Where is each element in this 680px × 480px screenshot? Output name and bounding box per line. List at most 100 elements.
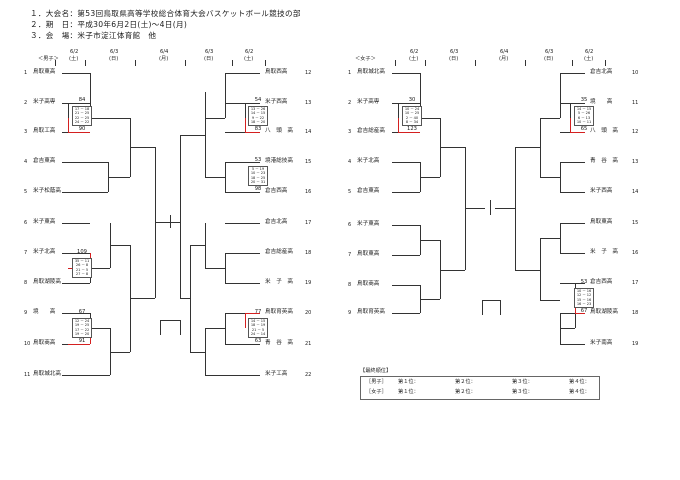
bracket-line [130, 147, 155, 148]
bracket-line [392, 225, 420, 226]
bracket-line [62, 223, 90, 224]
period-score: 14 － 15 [576, 107, 592, 111]
girls-right-match-1-period-box [574, 106, 594, 126]
team-seed: 13 [305, 99, 312, 106]
bracket-line [190, 245, 205, 246]
period-score: 18 － 20 [250, 119, 266, 124]
team-seed: 17 [632, 279, 639, 286]
team-seed: 3 [348, 128, 352, 135]
bracket-line [570, 103, 571, 132]
period-score: 14 － 15 [250, 319, 266, 323]
bracket-line [225, 344, 260, 345]
schedule-date: 6/3 [545, 49, 554, 55]
bracket-line [62, 103, 90, 104]
bracket-line [55, 60, 56, 66]
schedule-date: 6/2 [585, 49, 594, 55]
bracket-line [560, 223, 561, 253]
bracket-line [560, 328, 575, 329]
team-seed: 11 [24, 371, 31, 378]
team-seed: 15 [632, 219, 639, 226]
bracket-line [560, 344, 585, 345]
team-name: 鳥取東高 [357, 251, 380, 257]
team-seed: 11 [632, 99, 639, 106]
team-seed: 6 [24, 219, 28, 226]
bracket-line [465, 208, 485, 209]
period-score: 20 － 31 [250, 179, 266, 184]
team-name: 米子東高 [357, 221, 380, 227]
bracket-line [560, 162, 585, 163]
bracket-line [560, 313, 585, 314]
team-name: 米 子 高 [590, 249, 618, 255]
bracket-line [540, 118, 541, 177]
bracket-line [392, 73, 420, 74]
girls-left-match-1-top-score: 30 [408, 97, 416, 103]
team-name: 米子南高 [590, 340, 613, 346]
bracket-line [392, 313, 420, 314]
team-seed: 18 [632, 309, 639, 316]
period-score: 2 － 40 [405, 115, 419, 120]
bracket-line [225, 73, 260, 74]
period-score: 19 － 20 [74, 331, 90, 336]
bracket-line [515, 147, 516, 270]
girls-left-match-1-period-box [402, 106, 422, 126]
team-seed: 4 [348, 158, 352, 165]
bracket-line [515, 147, 540, 148]
team-seed: 8 [24, 279, 28, 286]
bracket-line [110, 328, 111, 375]
bracket-line [540, 177, 560, 178]
schedule-date: 6/3 [450, 49, 459, 55]
team-name: 青 谷 高 [590, 158, 618, 164]
period-score: 18 － 25 [250, 175, 266, 180]
bracket-line [495, 208, 515, 209]
team-seed: 14 [632, 188, 639, 195]
schedule-date: 6/2 [70, 49, 79, 55]
bracket-line [225, 223, 260, 224]
bracket-line [440, 270, 465, 271]
team-name: 米子高専 [357, 99, 380, 105]
ranking-cell: 第３位： [512, 389, 533, 395]
bracket-line [225, 103, 260, 104]
bracket-line [225, 162, 260, 163]
team-seed: 7 [348, 251, 352, 258]
bracket-line [62, 253, 90, 254]
bracket-line [205, 177, 225, 178]
bracket-line [160, 320, 161, 335]
bracket-line [225, 283, 260, 284]
ranking-row-label: ［男子］ [366, 379, 387, 385]
team-name: 倉吉東高 [357, 188, 380, 194]
bracket-line [90, 328, 110, 329]
bracket-line [108, 177, 130, 178]
ranking-cell: 第４位： [569, 379, 590, 385]
bracket-line [205, 328, 225, 329]
period-score: 21 － 5 [251, 327, 265, 332]
team-seed: 13 [632, 158, 639, 165]
boys-left-match-3-period-box [72, 318, 92, 338]
team-name: 米子西高 [265, 99, 288, 105]
girls-section-label: ＜女子＞ [355, 56, 376, 62]
period-score: 15 － 16 [576, 297, 592, 302]
boys-right-match-3-period-box [248, 318, 268, 338]
bracket-line [245, 103, 246, 132]
boys-left-match-1-top-score: 84 [78, 97, 86, 103]
team-seed: 5 [24, 188, 28, 195]
team-seed: 1 [24, 69, 28, 76]
period-score: 10 － 25 [404, 111, 420, 116]
tournament-dates: ２．期 日：平成30年6月2日(土)～4日(月) [30, 20, 188, 29]
team-seed: 1 [348, 69, 352, 76]
period-score: 5 － 26 [577, 111, 591, 116]
bracket-line [205, 92, 206, 177]
bracket-line [265, 60, 266, 66]
team-seed: 8 [348, 281, 352, 288]
team-seed: 21 [305, 340, 312, 347]
team-name: 境 高 [590, 99, 613, 105]
schedule-day: (土) [584, 56, 594, 62]
team-name: 米 子 高 [265, 279, 293, 285]
team-seed: 2 [348, 99, 352, 106]
winner-path-line [68, 132, 90, 134]
bracket-line [205, 268, 225, 269]
girls-right-match-2-bottom-score: 67 [580, 308, 588, 314]
bracket-line [560, 192, 585, 193]
team-seed: 4 [24, 158, 28, 165]
schedule-day: (月) [499, 56, 509, 62]
period-score: 10 － 16 [576, 289, 592, 293]
